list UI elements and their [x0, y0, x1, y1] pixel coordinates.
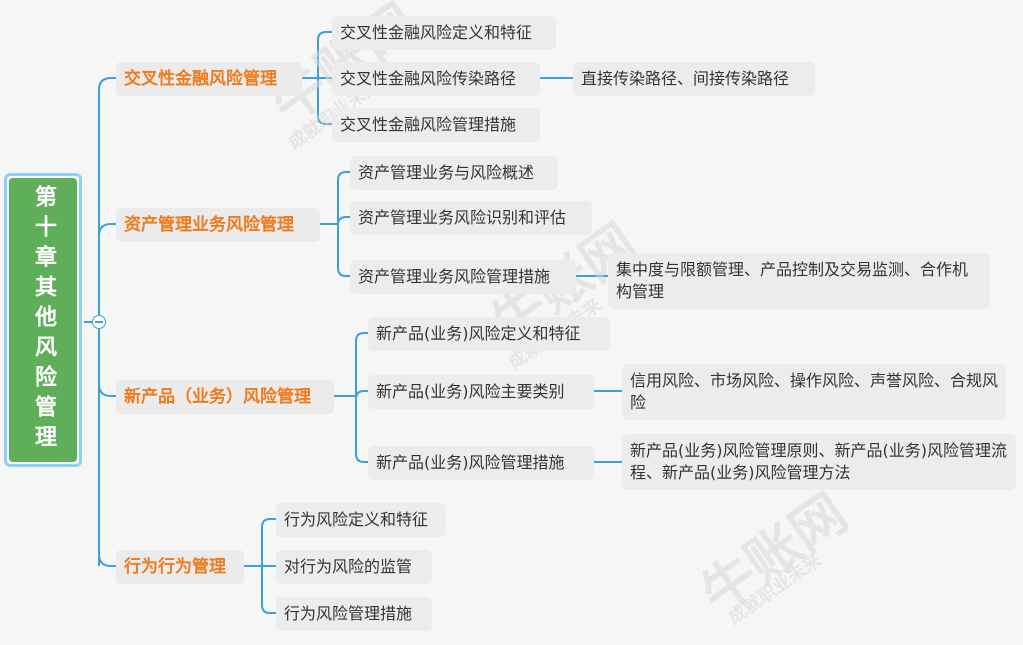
- child-node[interactable]: 新产品(业务)风险主要类别: [368, 375, 594, 409]
- child-node[interactable]: 资产管理业务与风险概述: [350, 156, 558, 190]
- detail-node[interactable]: 集中度与限额管理、产品控制及交易监测、合作机构管理: [608, 253, 990, 309]
- connector-line: [261, 518, 276, 528]
- detail-node[interactable]: 直接传染路径、间接传染路径: [573, 62, 815, 96]
- collapse-icon[interactable]: [92, 315, 106, 329]
- branch-node[interactable]: 资产管理业务风险管理: [116, 208, 320, 242]
- child-node[interactable]: 交叉性金融风险传染路径: [332, 62, 540, 96]
- connector-line: [98, 223, 116, 237]
- detail-node[interactable]: 信用风险、市场风险、操作风险、声誉风险、合规风险: [622, 364, 1006, 420]
- connector-line: [261, 604, 276, 614]
- child-node[interactable]: 资产管理业务风险识别和评估: [350, 201, 592, 235]
- root-label: 第十章其他风险管理: [9, 178, 77, 462]
- child-node[interactable]: 新产品(业务)风险定义和特征: [368, 317, 610, 351]
- child-node[interactable]: 交叉性金融风险管理措施: [332, 108, 540, 142]
- connector-line: [317, 31, 332, 41]
- branch-node[interactable]: 交叉性金融风险管理: [116, 62, 302, 96]
- child-node[interactable]: 资产管理业务风险管理措施: [350, 260, 576, 294]
- branch-node[interactable]: 行为行为管理: [116, 550, 244, 584]
- child-node[interactable]: 新产品(业务)风险管理措施: [368, 446, 594, 480]
- child-node[interactable]: 行为风险定义和特征: [276, 503, 446, 537]
- connector-line: [98, 553, 116, 567]
- connector-line: [355, 453, 368, 463]
- connector-line: [98, 77, 116, 91]
- child-node[interactable]: 交叉性金融风险定义和特征: [332, 16, 556, 50]
- child-node[interactable]: 对行为风险的监管: [276, 550, 432, 584]
- connector-line: [317, 115, 332, 125]
- connector-line: [337, 267, 350, 277]
- connector-line: [337, 216, 350, 226]
- connector-line: [355, 332, 368, 342]
- connector-line: [355, 390, 368, 400]
- root-node[interactable]: 第十章其他风险管理: [4, 173, 82, 467]
- connector-line: [337, 171, 350, 181]
- detail-node[interactable]: 新产品(业务)风险管理原则、新产品(业务)风险管理流程、新产品(业务)风险管理方…: [622, 434, 1016, 490]
- child-node[interactable]: 行为风险管理措施: [276, 597, 432, 631]
- connector-line: [98, 383, 116, 397]
- branch-node[interactable]: 新产品（业务）风险管理: [116, 380, 334, 414]
